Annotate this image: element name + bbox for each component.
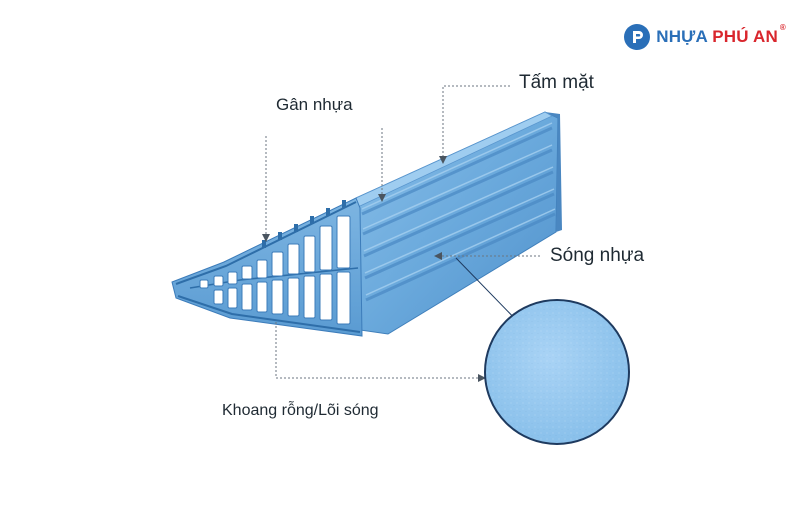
- leader-lines: [265, 85, 540, 379]
- brand-logo: NHỰA PHÚ AN ®: [624, 23, 786, 50]
- label-rib: Gân nhựa: [276, 95, 353, 114]
- label-hollow-core: Khoang rỗng/Lõi sóng: [222, 402, 379, 419]
- logo-p-icon: [624, 24, 651, 50]
- panel-face: [355, 111, 562, 335]
- cross-section: [171, 197, 363, 337]
- texture-zoom-circle: [484, 299, 630, 445]
- brand-name: NHỰA PHÚ AN ®: [656, 23, 786, 47]
- leader-arrowheads: [262, 156, 486, 382]
- brand-name-part1: NHỰA: [656, 27, 713, 46]
- label-corrugation: Sóng nhựa: [550, 245, 645, 266]
- brand-name-part2: PHÚ AN: [712, 27, 778, 46]
- registered-mark: ®: [779, 23, 786, 32]
- label-face-sheet: Tấm mặt: [519, 72, 594, 93]
